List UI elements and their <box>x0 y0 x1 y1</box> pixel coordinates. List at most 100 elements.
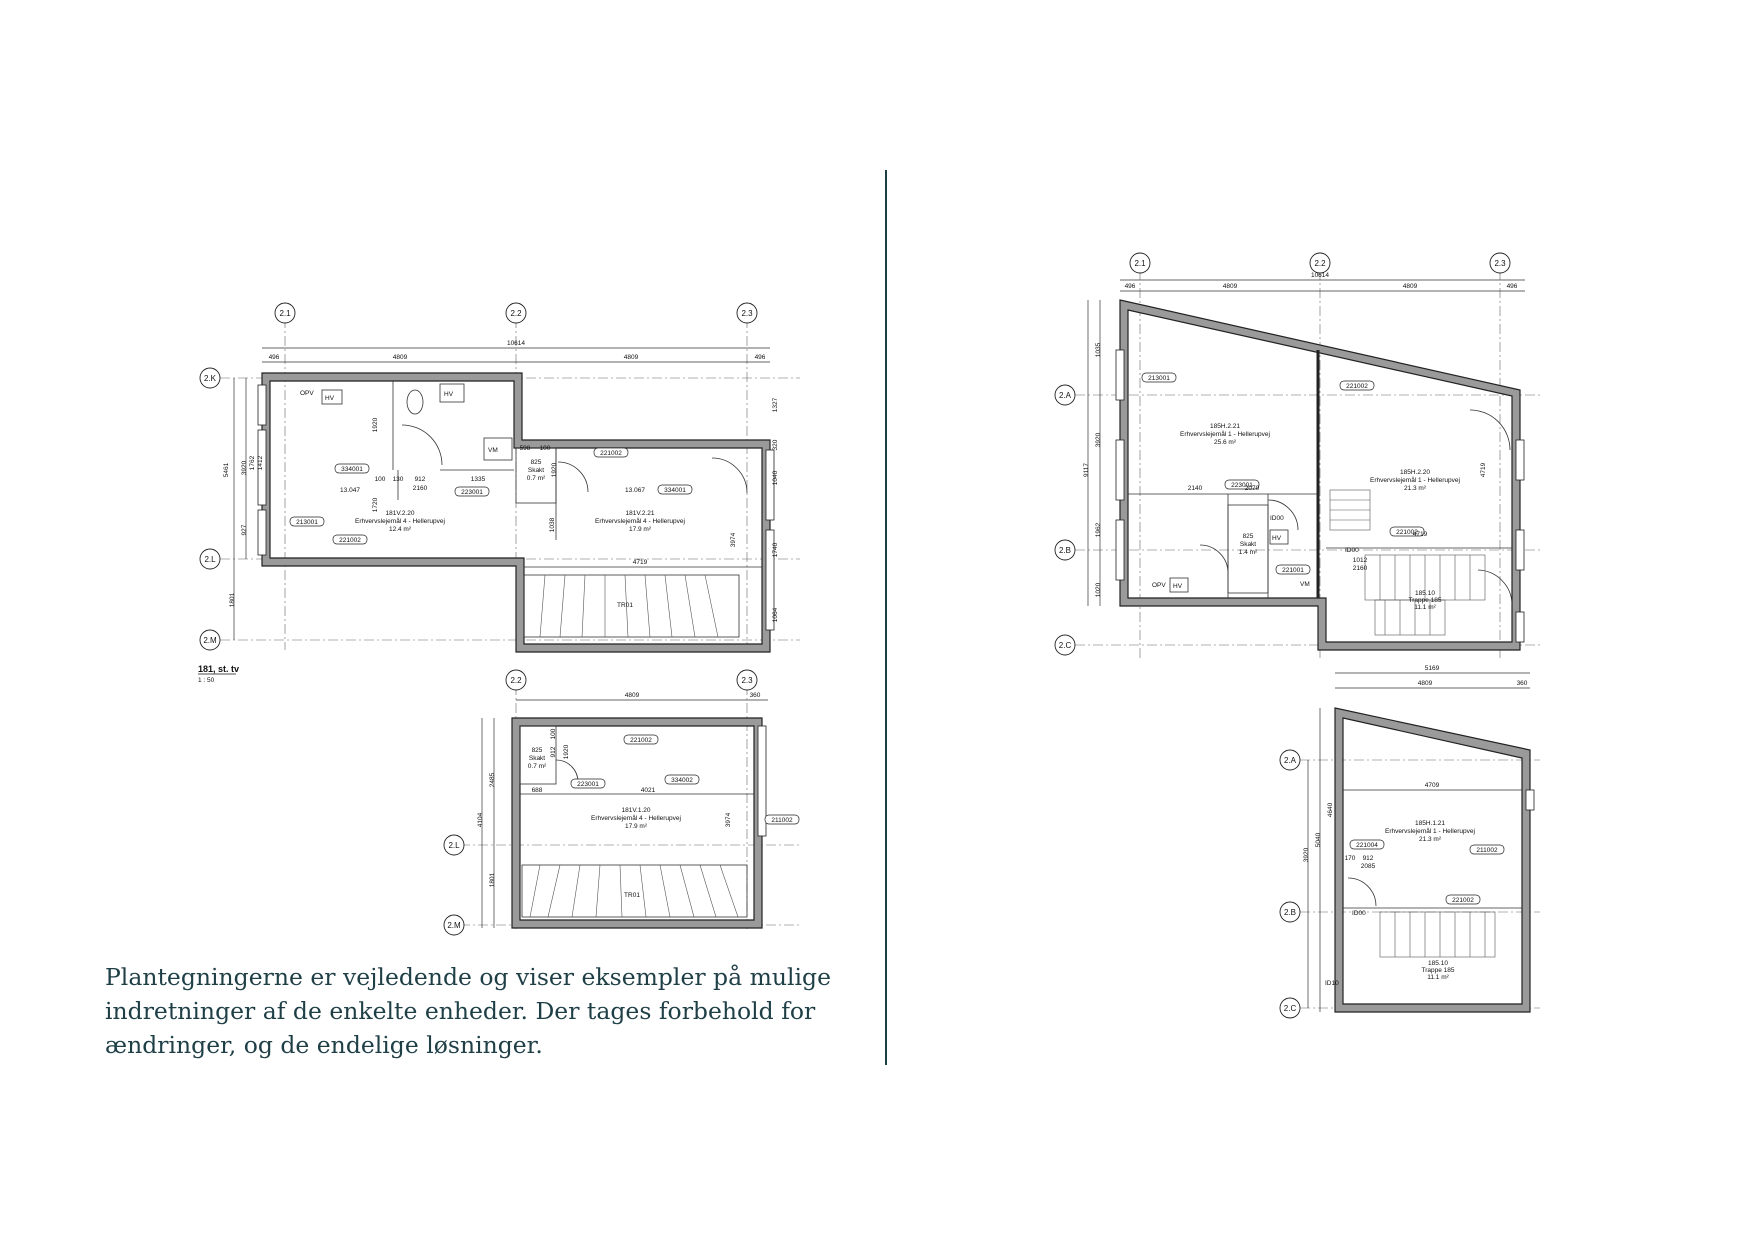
dimension-label: 927 <box>241 524 248 535</box>
dimension-label: 4640 <box>1327 802 1334 817</box>
fixture-label: HV <box>325 395 335 402</box>
dimension-label: 2485 <box>489 772 496 787</box>
plan-right-upper: 2.A 2.B 2.C 5169 4809 360 221004 211002 … <box>1279 665 1540 1019</box>
dimension-label: 1040 <box>772 470 779 485</box>
dimension-label: 1035 <box>1095 342 1102 357</box>
dimension-label: 100 <box>550 728 557 739</box>
room-id: 181V.2.21 <box>625 510 654 517</box>
room-id: 181V.2.20 <box>385 510 414 517</box>
grid-label: 2.L <box>204 555 216 564</box>
grid-label: 2.2 <box>1314 259 1326 268</box>
shaft-label: Skakt <box>528 467 544 474</box>
dimension-label: 1801 <box>229 592 236 607</box>
grid-label: 2.A <box>1284 756 1297 765</box>
dimension-label: 496 <box>1125 283 1136 290</box>
shaft-label: 825 <box>532 747 543 754</box>
room-tag: 211002 <box>771 817 793 824</box>
grid-bubble <box>1054 384 1076 406</box>
room-use: Skakt <box>1240 541 1256 548</box>
room-tag: 221002 <box>1396 529 1418 536</box>
dimension-label: 3920 <box>1095 432 1102 447</box>
room-use: Erhvervslejemål 4 - Hellerupvej <box>595 517 685 525</box>
caption-line: ændringer, og de endelige løsninger. <box>105 1031 543 1059</box>
room-use: Trappe 185 <box>1408 597 1441 604</box>
dimension-label: 4104 <box>477 812 484 827</box>
room-area: 12.4 m² <box>389 526 412 533</box>
dimension-label: 912 <box>415 476 426 483</box>
grid-bubble <box>199 367 221 389</box>
room-tag: 223001 <box>1231 482 1253 489</box>
grid-bubble <box>736 302 758 324</box>
dimension-label: 688 <box>532 787 543 794</box>
room-ref: 13.067 <box>625 487 645 494</box>
room-area: 11.1 m² <box>1414 604 1436 611</box>
plan-right-ground: 2.1 2.2 2.3 2.A 2.B 2.C 10614 496 4809 4… <box>1054 252 1540 660</box>
dimension-label: 496 <box>1507 283 1518 290</box>
dimension-label: 1920 <box>372 417 379 432</box>
room-tag: 221002 <box>600 450 622 457</box>
caption-line: indretninger af de enkelte enheder. Der … <box>105 997 816 1025</box>
room-tag: 223001 <box>577 781 599 788</box>
grid-label: 2.2 <box>510 309 522 318</box>
grid-bubble <box>274 302 296 324</box>
room-area: 17.9 m² <box>629 526 652 533</box>
dimension-label: 5040 <box>1315 832 1322 847</box>
fixture-label: VM <box>488 447 498 454</box>
dimension-label: 598 <box>520 445 531 452</box>
room-use: Erhvervslejemål 1 - Hellerupvej <box>1385 827 1475 835</box>
room-tag: 221001 <box>1282 567 1304 574</box>
dimension-label: 10614 <box>507 340 525 347</box>
room-use: Erhvervslejemål 4 - Hellerupvej <box>591 814 681 822</box>
dimension-label: 4021 <box>641 787 656 794</box>
grid-bubble <box>1054 634 1076 656</box>
grid-label: 2.3 <box>741 676 753 685</box>
room-area: 21.3 m² <box>1419 836 1442 843</box>
room-tag: 221004 <box>1356 842 1378 849</box>
grid-bubble <box>199 629 221 651</box>
dimension-label: 912 <box>550 746 557 757</box>
dimension-label: 2140 <box>1188 485 1203 492</box>
dimension-label: 4719 <box>633 559 648 566</box>
grid-label: 2.B <box>1059 546 1071 555</box>
room-id: 825 <box>1243 533 1254 540</box>
room-tag: 221002 <box>1452 897 1474 904</box>
fixture-label: OPV <box>1152 582 1166 589</box>
dimension-label: 912 <box>1363 855 1374 862</box>
room-area: 17.9 m² <box>625 823 648 830</box>
grid-bubble <box>505 302 527 324</box>
grid-bubble <box>736 669 758 691</box>
plan-left-ground: 2.1 2.2 2.3 2.K 2.L 2.M 10614 496 4809 4… <box>198 302 800 684</box>
dimension-label: 10614 <box>1311 272 1329 279</box>
dimension-label: 1412 <box>257 455 264 470</box>
room-id: 185.10 <box>1428 960 1448 967</box>
grid-label: 2.M <box>203 636 217 645</box>
grid-bubble <box>1279 901 1301 923</box>
grid-label: 2.3 <box>741 309 753 318</box>
shaft-area: 0.7 m² <box>527 475 546 482</box>
room-tag: 334001 <box>341 466 363 473</box>
grid-label: 2.1 <box>279 309 291 318</box>
dimension-label: 4809 <box>1403 283 1418 290</box>
grid-label: 2.L <box>448 841 460 850</box>
plan-title: 181, st. tv <box>198 664 239 674</box>
dimension-label: 1012 <box>1353 557 1368 564</box>
grid-label: 2.C <box>1284 1004 1297 1013</box>
dimension-label: 1720 <box>372 497 379 512</box>
dimension-label: 4719 <box>1413 531 1428 538</box>
room-id: 181V.1.20 <box>621 807 650 814</box>
shaft-area: 0.7 m² <box>528 763 547 770</box>
room-area: 25.6 m² <box>1214 439 1237 446</box>
dimension-label: 2070 <box>1245 485 1260 492</box>
grid-bubble <box>1054 539 1076 561</box>
shaft-label: 825 <box>531 459 542 466</box>
fixture-label: OPV <box>300 390 314 397</box>
caption-line: Plantegningerne er vejledende og viser e… <box>105 963 831 991</box>
door-tag: ID00 <box>1352 910 1366 917</box>
room-tag: 223001 <box>461 489 483 496</box>
dimension-label: 4809 <box>624 354 639 361</box>
door-tag: ID00 <box>1270 515 1284 522</box>
plan-scale: 1 : 50 <box>198 677 215 684</box>
grid-label: 2.2 <box>510 676 522 685</box>
grid-bubble <box>1279 749 1301 771</box>
